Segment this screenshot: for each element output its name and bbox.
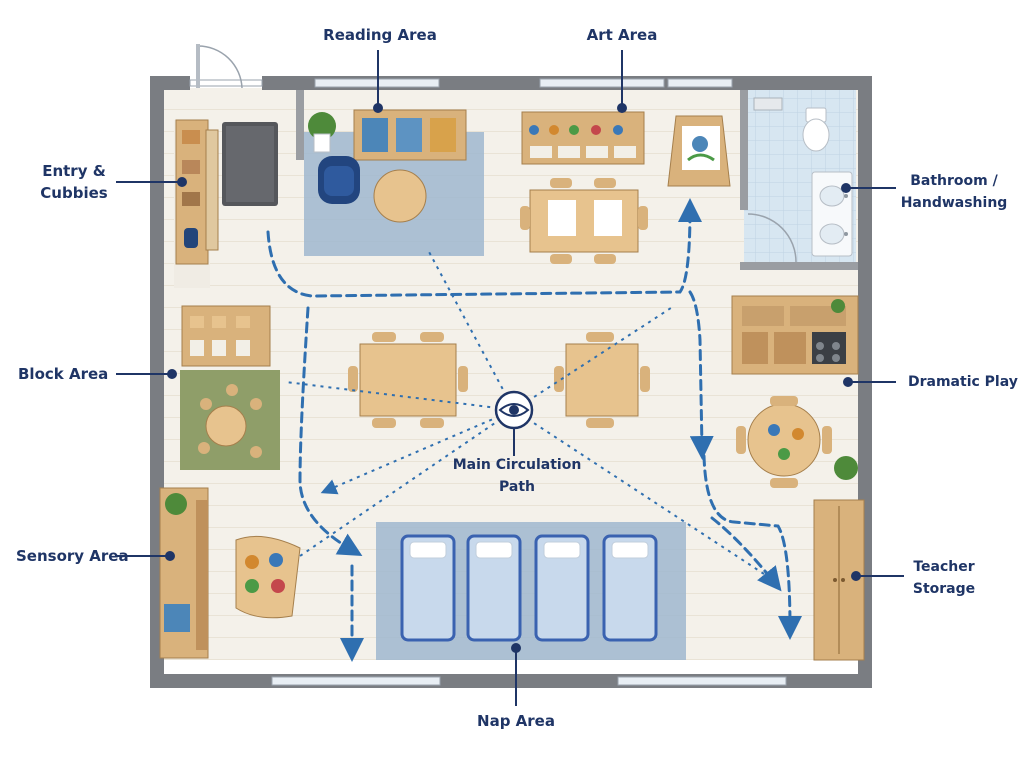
label-teacher-storage-line2: Storage bbox=[912, 581, 976, 597]
label-main-circulation-path: Main Circulation Path bbox=[442, 454, 592, 498]
label-bathroom-line1: Bathroom / bbox=[910, 173, 998, 189]
entry-partition bbox=[296, 90, 304, 160]
label-circulation-line2: Path bbox=[499, 479, 535, 495]
bottom-windows bbox=[271, 676, 787, 686]
label-sensory-area: Sensory Area bbox=[16, 547, 129, 565]
entry-door bbox=[189, 44, 263, 89]
label-dramatic-play: Dramatic Play bbox=[908, 374, 1018, 390]
bathroom bbox=[740, 90, 858, 270]
label-art-area: Art Area bbox=[586, 26, 658, 44]
central-tables bbox=[348, 332, 650, 428]
sensory-area bbox=[159, 487, 301, 659]
art-area bbox=[520, 111, 731, 264]
label-entry-cubbies: Entry & Cubbies bbox=[20, 160, 128, 204]
label-bathroom-line2: Handwashing bbox=[900, 195, 1008, 211]
label-teacher-storage: Teacher Storage bbox=[900, 556, 988, 600]
sight-lines bbox=[285, 249, 765, 575]
label-circulation-line1: Main Circulation bbox=[452, 457, 582, 473]
entry-cubbies bbox=[174, 119, 278, 288]
label-entry-cubbies-line1: Entry & bbox=[42, 162, 106, 180]
block-area bbox=[180, 305, 280, 470]
label-entry-cubbies-line2: Cubbies bbox=[40, 184, 108, 202]
label-bathroom-handwashing: Bathroom / Handwashing bbox=[892, 170, 1016, 214]
label-reading-area: Reading Area bbox=[323, 26, 437, 44]
label-block-area: Block Area bbox=[18, 365, 109, 383]
nap-area bbox=[376, 522, 686, 660]
label-leader-lines bbox=[116, 50, 904, 706]
eye-icon bbox=[494, 390, 534, 456]
dramatic-play bbox=[731, 295, 859, 488]
teacher-storage bbox=[813, 499, 865, 661]
label-nap-area: Nap Area bbox=[477, 712, 555, 730]
circulation-paths bbox=[266, 198, 802, 662]
reading-area bbox=[304, 109, 484, 256]
label-teacher-storage-line1: Teacher bbox=[913, 559, 975, 575]
